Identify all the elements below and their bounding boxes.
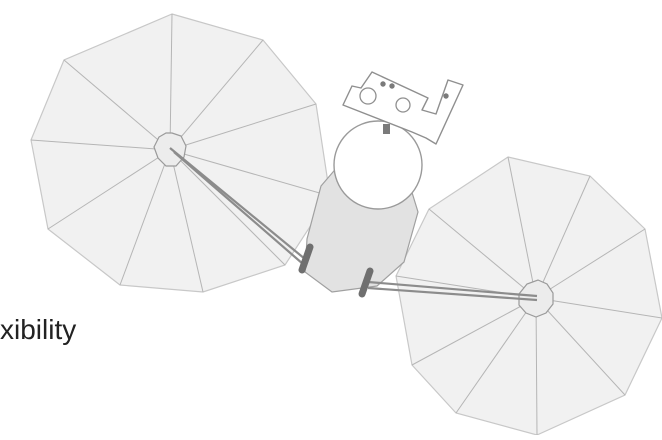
array-spoke: [411, 297, 537, 366]
array-spoke: [30, 139, 171, 151]
array-spoke: [119, 149, 171, 286]
array-spoke: [428, 208, 537, 299]
array-spoke: [535, 297, 662, 319]
array-spoke: [455, 297, 537, 414]
left-boom-hinge-icon: [298, 243, 314, 274]
deck-sensor-dot: [380, 81, 386, 87]
caption-text: xibility: [0, 314, 77, 345]
deck-sensor-dot: [389, 83, 395, 89]
deck-aperture-large: [359, 87, 377, 105]
instrument-deck-icon: [342, 71, 464, 145]
array-spoke: [535, 175, 591, 299]
left-boom-icon: [169, 147, 306, 265]
left-solar-array-icon: [30, 13, 331, 293]
left-array-spokes: [30, 13, 331, 293]
deck-sensor-dot: [443, 93, 449, 99]
array-spoke: [535, 297, 626, 396]
array-spoke: [535, 297, 538, 436]
right-boom-icon: [367, 280, 538, 302]
array-spoke: [169, 103, 317, 151]
array-spoke: [169, 13, 173, 151]
deck-aperture-small: [395, 97, 411, 113]
propellant-tank-icon: [333, 120, 423, 210]
left-array-hub: [153, 132, 187, 167]
array-spoke: [169, 39, 264, 151]
right-boom-hinge-icon: [358, 267, 374, 298]
right-array-hub: [518, 279, 554, 318]
array-spoke: [169, 149, 331, 197]
array-spoke: [169, 149, 286, 266]
array-spoke: [63, 59, 171, 151]
array-spoke: [507, 156, 537, 299]
array-spoke: [47, 149, 171, 230]
array-spoke: [169, 149, 204, 293]
deck-mount-icon: [383, 124, 390, 134]
array-spoke: [535, 228, 646, 299]
